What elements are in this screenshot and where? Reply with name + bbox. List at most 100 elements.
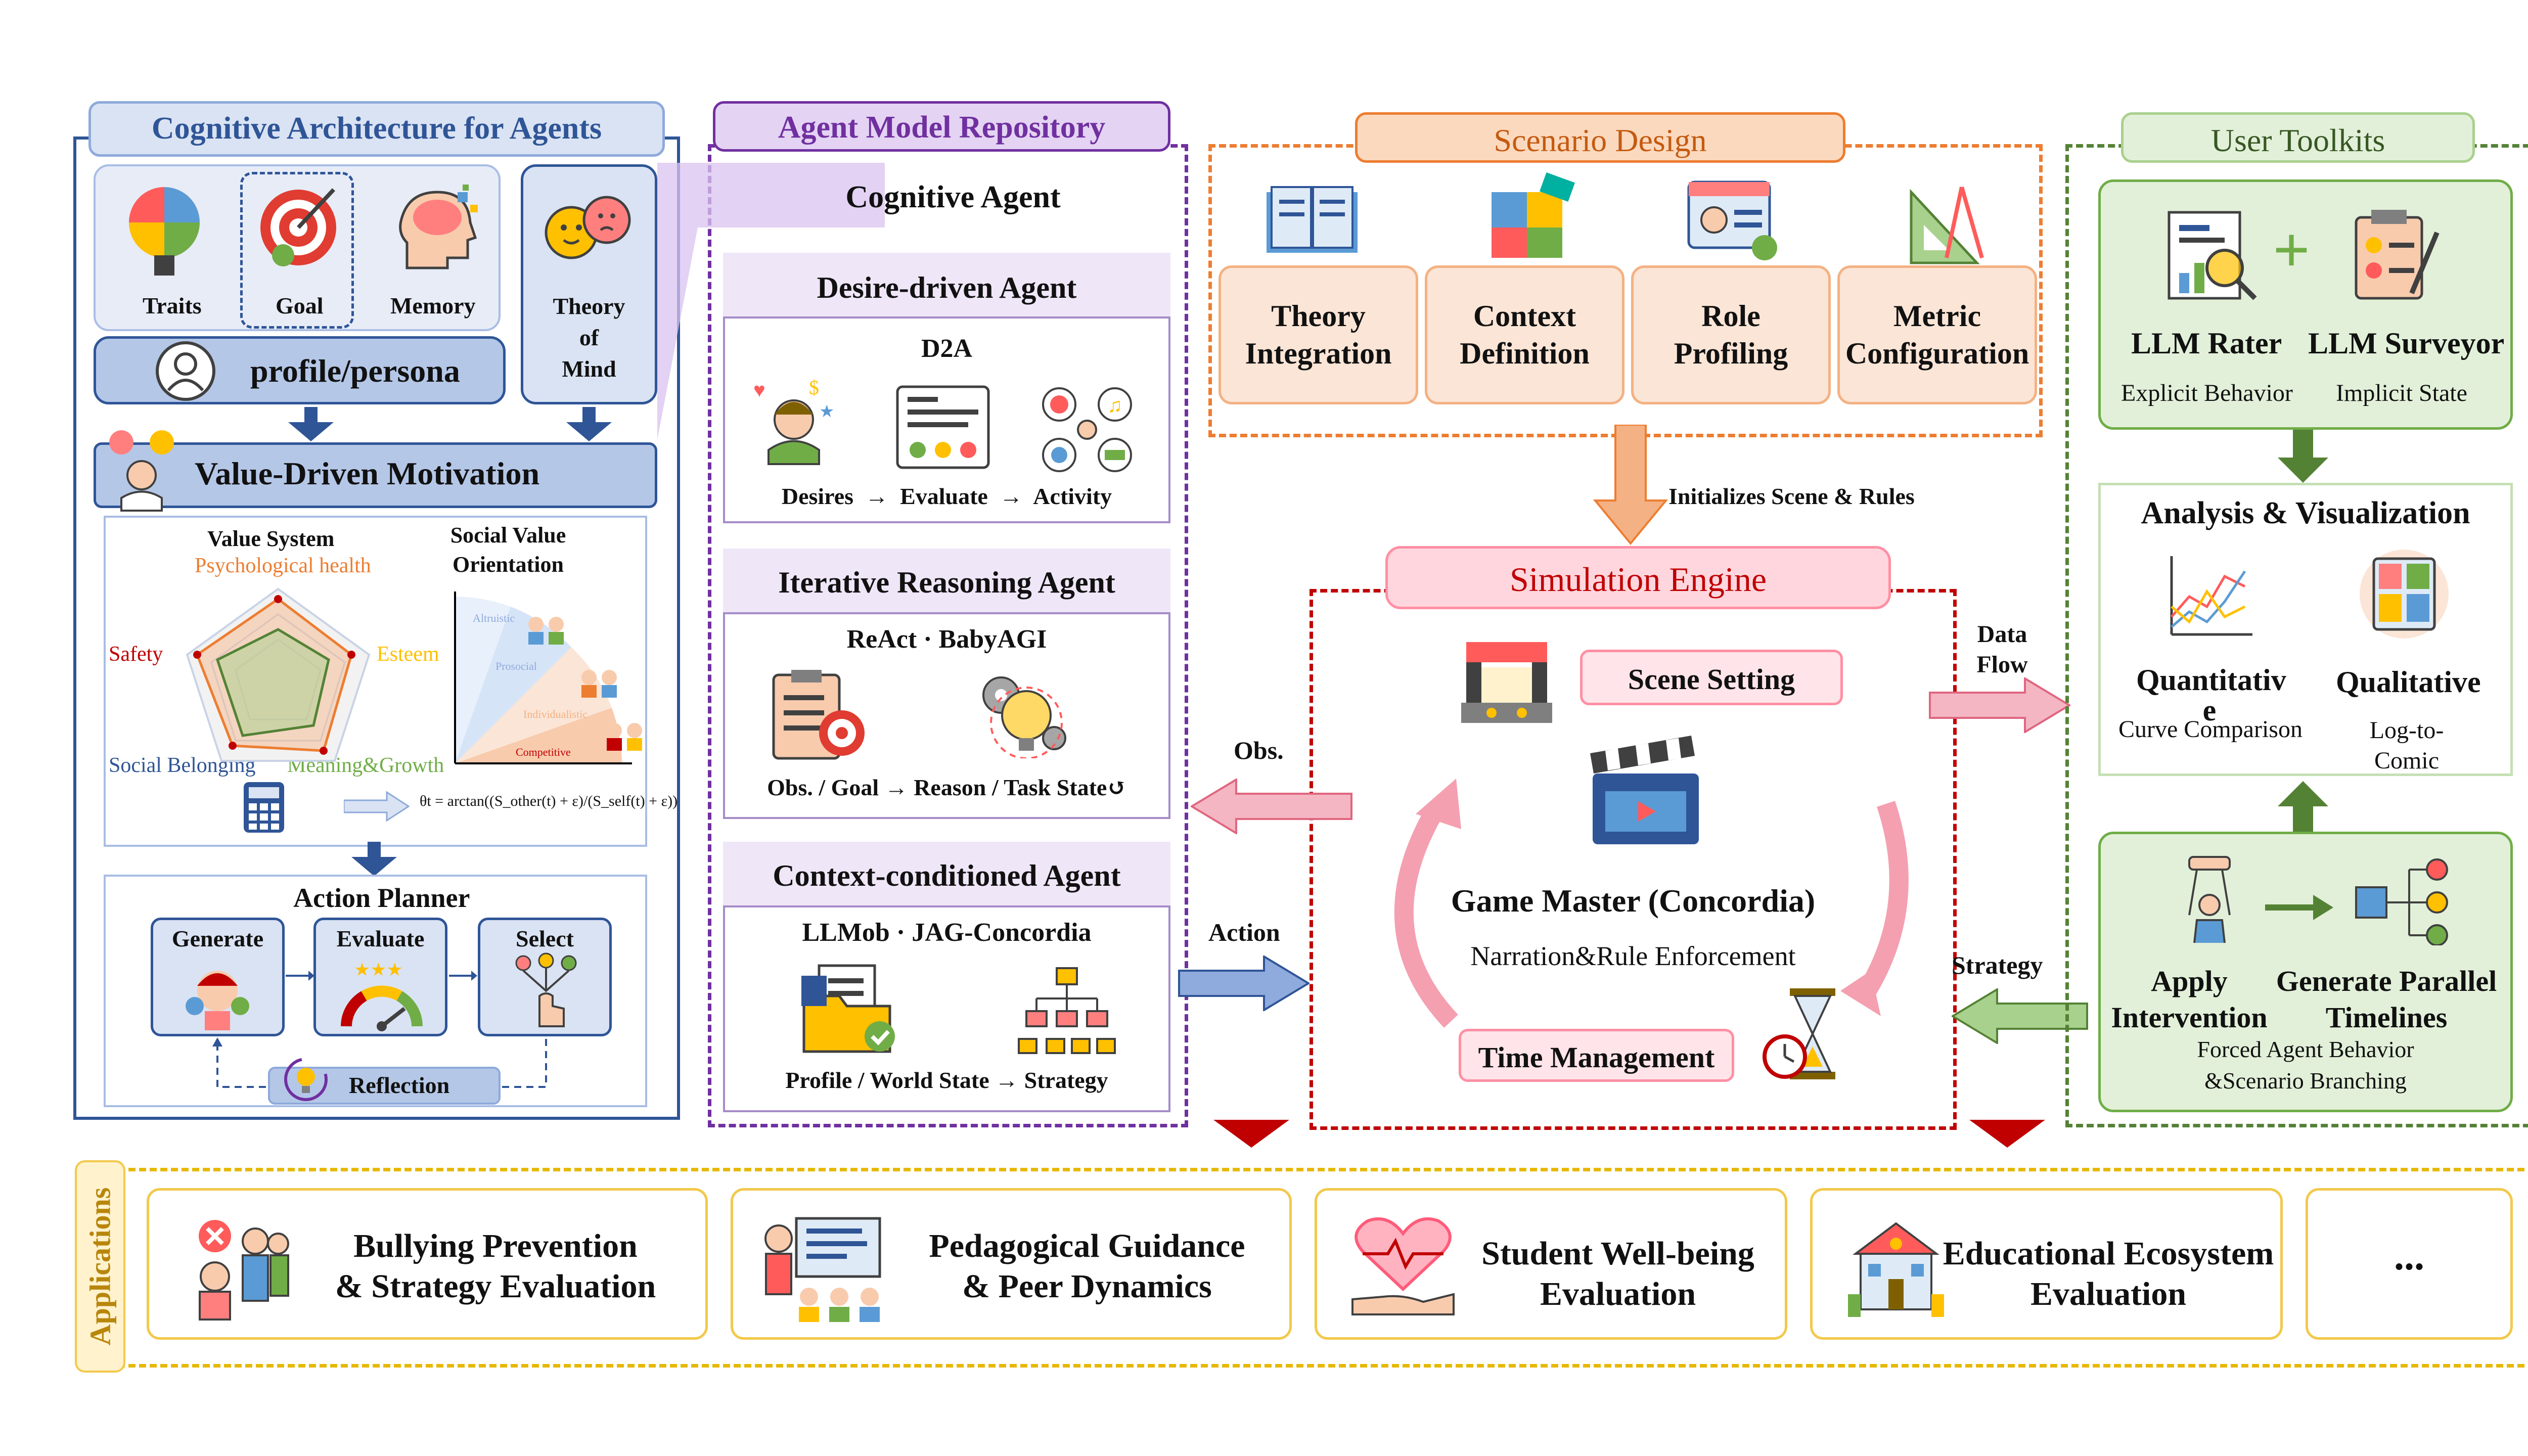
scene-setting-label: Scene Setting	[1628, 663, 1795, 696]
desire-flow: Desires → Evaluate → Activity	[781, 483, 1112, 509]
lightbulb-gears-icon	[982, 676, 1066, 758]
pointer-options-icon	[515, 952, 577, 1027]
survey-clipboard-icon	[2355, 210, 2440, 300]
people-group-icon	[528, 617, 564, 645]
react-label: ReAct · BabyAGI	[846, 625, 1047, 654]
heart-hand-icon	[1351, 1217, 1455, 1315]
calculator-icon	[244, 782, 284, 833]
cycle-arrows	[1394, 779, 1909, 1028]
scenario-card-metric	[1837, 265, 2037, 404]
forced-behavior-label: Forced Agent Behavior &Scenario Branchin…	[2197, 1036, 2414, 1094]
application-card-more	[2306, 1188, 2513, 1340]
applications-tab	[75, 1160, 125, 1373]
line-chart-icon	[2170, 556, 2252, 636]
people-group-icon	[581, 670, 617, 698]
parallel-timelines-label: Generate Parallel Timelines	[2276, 965, 2497, 1034]
analysis-label: Analysis & Visualization	[2141, 496, 2470, 530]
hierarchy-icon	[1018, 967, 1116, 1054]
llm-surveyor-label: LLM Surveyor	[2308, 327, 2505, 360]
reflection-loop	[212, 1037, 547, 1088]
time-management-pill: Time Management	[1459, 1029, 1734, 1082]
scenario-card-context	[1425, 265, 1624, 404]
scenario-card-label: Theory Integration	[1245, 299, 1392, 370]
teacher-board-icon	[764, 1217, 881, 1322]
narration-label: Narration&Rule Enforcement	[1470, 941, 1796, 971]
arrow-down-icon	[1593, 425, 1668, 545]
bullying-kids-icon	[199, 1220, 289, 1321]
toolkits-title-pill: User Toolkits	[2121, 112, 2475, 163]
analysis-box	[2098, 483, 2513, 776]
data-flow-label: Data Flow	[1976, 621, 2028, 678]
brain-head-icon	[399, 185, 478, 269]
applications-title: Applications	[83, 1187, 117, 1346]
gm-label: Game Master (Concordia)	[1451, 883, 1816, 919]
ruler-compass-icon	[1910, 186, 1984, 264]
comic-panels-icon	[2360, 550, 2449, 639]
desire-agent-title: Desire-driven Agent	[817, 271, 1077, 304]
people-group-icon	[607, 723, 642, 751]
arrow-right-icon	[1929, 677, 2070, 733]
branching-icon	[2355, 858, 2448, 945]
scene-setting-pill: Scene Setting	[1580, 650, 1843, 705]
desire-agent-header	[723, 253, 1170, 318]
person-values-icon	[109, 430, 174, 512]
apply-intervention-label: Apply Intervention	[2111, 965, 2268, 1034]
curve-comparison-label: Curve Comparison	[2118, 716, 2303, 743]
svg-text:$: $	[809, 376, 819, 399]
repository-title-pill: Agent Model Repository	[713, 101, 1170, 152]
obs-label: Obs.	[1234, 736, 1284, 764]
cognitive-agent-label: Cognitive Agent	[845, 180, 1061, 214]
evaluation-board-icon	[896, 385, 990, 469]
activity-icons: ♫	[1042, 387, 1132, 472]
iterative-flow: Obs. / Goal → Reason / Task State↺	[767, 775, 1126, 800]
value-system-label: Value System	[207, 526, 335, 551]
application-label: Bullying Prevention & Strategy Evaluatio…	[335, 1227, 656, 1305]
prosocial-label: Prosocial	[495, 660, 537, 672]
gauge-icon: ★★★	[341, 961, 423, 1031]
reflection-label: Reflection	[349, 1072, 450, 1098]
tom-label: Theory of Mind	[553, 293, 625, 382]
report-magnifier-icon	[2168, 211, 2257, 300]
arrow-left-icon	[1952, 988, 2088, 1044]
engine-title: Simulation Engine	[1509, 560, 1767, 599]
application-card	[147, 1188, 708, 1340]
value-motivation-label: Value-Driven Motivation	[195, 456, 540, 491]
scenario-title-pill: Scenario Design	[1355, 112, 1845, 163]
scenario-card-role	[1631, 265, 1831, 404]
svg-text:★: ★	[819, 402, 834, 421]
iterative-agent-title: Iterative Reasoning Agent	[778, 566, 1115, 599]
scenario-card-label: Metric Configuration	[1845, 299, 2029, 370]
application-label: Educational Ecosystem Evaluation	[1943, 1235, 2274, 1312]
context-agent-header	[723, 842, 1170, 907]
connector-fan	[657, 163, 885, 440]
goal-highlight	[240, 172, 354, 329]
intervention-box	[2098, 832, 2513, 1112]
arrow-right-icon	[2265, 895, 2333, 920]
svg-text:♫: ♫	[1107, 394, 1122, 417]
user-avatar-icon	[156, 341, 215, 401]
arrow-down-icon	[351, 842, 397, 876]
action-label: Action	[1208, 918, 1280, 946]
scenario-card-label: Role Profiling	[1674, 299, 1788, 370]
svo-quadrant-chart: Altruistic Prosocial Individualistic Com…	[454, 592, 632, 764]
time-management-label: Time Management	[1478, 1041, 1715, 1074]
traits-label: Traits	[143, 293, 202, 318]
iterative-agent-header	[723, 549, 1170, 614]
arrow-down-icon	[288, 407, 334, 441]
log-comic-label: Log-to- Comic	[2369, 717, 2444, 774]
radar-chart	[186, 587, 371, 762]
profile-label: profile/persona	[250, 353, 460, 389]
cognitive-title-pill: Cognitive Architecture for Agents	[88, 101, 665, 157]
puzzle-head-icon	[129, 187, 200, 276]
arrow-left-icon	[1191, 779, 1352, 834]
svg-text:♥: ♥	[753, 379, 765, 401]
d2a-label: D2A	[921, 334, 973, 363]
folder-check-icon	[801, 964, 895, 1053]
explicit-behavior-label: Explicit Behavior	[2121, 380, 2293, 406]
profile-card-icon	[1687, 180, 1777, 260]
clipboard-target-icon	[772, 670, 865, 760]
triangle-down-icon	[1213, 1120, 1289, 1148]
esteem-label: Esteem	[377, 643, 439, 666]
arrow-right-icon	[1178, 956, 1310, 1011]
refresh-bulb-icon	[284, 1058, 328, 1101]
